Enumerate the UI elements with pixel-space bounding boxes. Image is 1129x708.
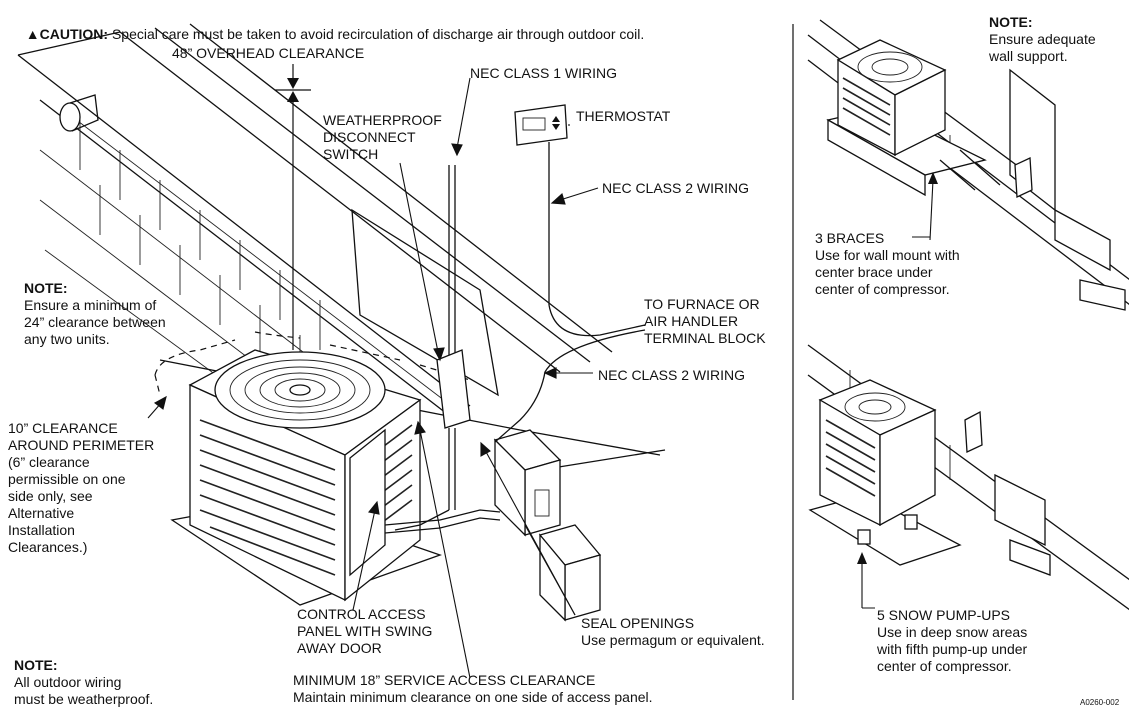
wall-mount-figure [807,19,1129,311]
braces-label: 3 BRACES Use for wall mount with center … [815,230,960,298]
snow-pump-ups-text: Use in deep snow areas with fifth pump-u… [877,624,1028,674]
nec-class2-top-label: NEC CLASS 2 WIRING [602,180,750,196]
overhead-clearance-label: 48” OVERHEAD CLEARANCE [172,45,365,61]
snow-pump-up-figure [807,344,1129,611]
thermostat-label: THERMOSTAT [576,108,671,124]
wall-support-note: NOTE: Ensure adequate wall support. [989,14,1096,65]
service-clearance-label: MINIMUM 18” SERVICE ACCESS CLEARANCE Mai… [293,672,653,706]
seal-openings-text: Use permagum or equivalent. [581,632,765,648]
braces-title: 3 BRACES [815,230,885,246]
wiring-note-text: All outdoor wiring must be weatherproof. [14,674,154,707]
house-wall [17,23,666,471]
clearance-outline [154,331,471,381]
snow-pump-ups-label: 5 SNOW PUMP-UPS Use in deep snow areas w… [877,607,1027,675]
wall-support-note-text: Ensure adequate wall support. [989,31,1096,64]
perimeter-clearance-label: 10” CLEARANCE AROUND PERIMETER (6” clear… [8,420,155,555]
caution-text: Special care must be taken to avoid reci… [108,26,645,42]
caution-label: CAUTION: [39,26,109,42]
condenser-unit [170,349,501,606]
nec-class2-bottom-label: NEC CLASS 2 WIRING [598,367,746,383]
clearance-note-text: Ensure a minimum of 24” clearance betwee… [24,297,166,347]
seal-openings-title: SEAL OPENINGS [581,615,695,631]
disconnect-switch-label: WEATHERPROOF DISCONNECT SWITCH [323,112,442,162]
snow-pump-ups-title: 5 SNOW PUMP-UPS [877,607,1011,623]
thermostat-drawing [494,104,646,443]
caution-banner: ▲CAUTION: Special care must be taken to … [18,9,644,43]
disconnect-switch [351,165,499,531]
leader-lines [147,77,599,679]
wall-support-note-title: NOTE: [989,14,1033,30]
figure-id: A0260-002 [1080,698,1120,707]
service-clearance-text: Maintain minimum clearance on one side o… [293,689,653,705]
service-clearance-title: MINIMUM 18” SERVICE ACCESS CLEARANCE [293,672,596,688]
clearance-note-title: NOTE: [24,280,68,296]
furnace-terminal-label: TO FURNACE OR AIR HANDLER TERMINAL BLOCK [644,296,766,346]
wiring-note: NOTE: All outdoor wiring must be weather… [14,657,153,708]
overhead-clearance-arrow [275,64,311,350]
wiring-note-title: NOTE: [14,657,58,673]
clearance-note: NOTE: Ensure a minimum of 24” clearance … [24,280,166,348]
seal-openings-label: SEAL OPENINGS Use permagum or equivalent… [581,615,765,649]
concrete-blocks [493,429,602,622]
braces-text: Use for wall mount with center brace und… [815,247,960,297]
nec-class1-label: NEC CLASS 1 WIRING [470,65,618,81]
warning-triangle-icon: ▲ [25,26,40,42]
control-panel-label: CONTROL ACCESS PANEL WITH SWING AWAY DOO… [297,606,433,656]
